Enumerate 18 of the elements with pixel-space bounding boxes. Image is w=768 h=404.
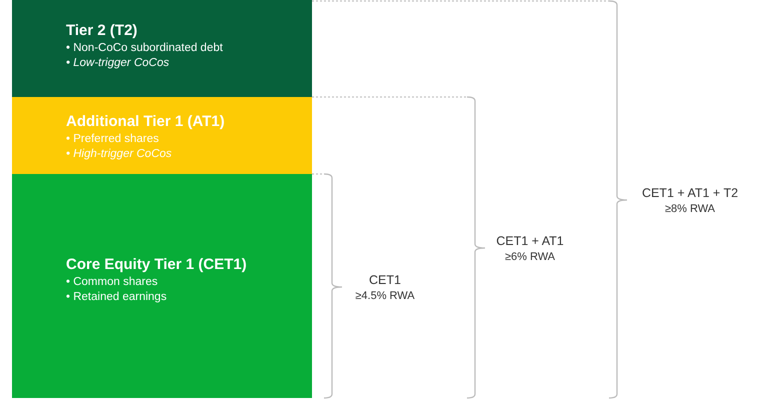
bullet-item: • Non-CoCo subordinated debt	[66, 41, 224, 56]
bullet-item: • Preferred shares	[66, 132, 160, 147]
tier-heading: Tier 2 (T2)	[66, 22, 138, 39]
ratio-requirement: ≥4.5% RWA	[354, 290, 416, 302]
tier-heading: Additional Tier 1 (AT1)	[66, 113, 226, 130]
capital-tier-band	[12, 97, 312, 174]
capital-sum-label: CET1 + AT1	[495, 234, 565, 248]
bullet-item: • Common shares	[66, 275, 159, 290]
capital-tier-band	[12, 174, 312, 398]
capital-tier-band	[12, 0, 312, 97]
bullet-item: • High-trigger CoCos	[66, 147, 173, 162]
ratio-requirement: ≥6% RWA	[504, 251, 556, 263]
capital-sum-label: CET1	[368, 273, 402, 287]
bullet-item: • Low-trigger CoCos	[66, 56, 170, 71]
tier-heading: Core Equity Tier 1 (CET1)	[66, 256, 248, 273]
capital-sum-label: CET1 + AT1 + T2	[640, 186, 740, 200]
bullet-item: • Retained earnings	[66, 290, 168, 305]
ratio-requirement: ≥8% RWA	[664, 203, 716, 215]
